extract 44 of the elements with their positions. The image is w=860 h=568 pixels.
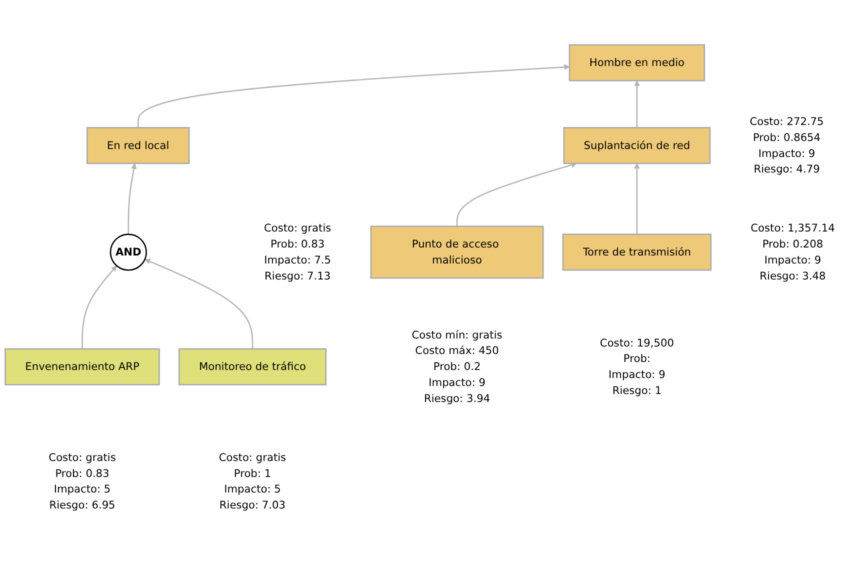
node-box: Hombre en medio — [568, 44, 706, 82]
node-box: Monitoreo de tráfico — [178, 348, 327, 386]
arrow — [634, 163, 640, 234]
node-label: Impacto: 7.5 — [264, 254, 332, 266]
node-label: Costo: 272.75 — [750, 115, 824, 128]
node-label: Riesgo: 4.79 — [754, 162, 820, 176]
arrow — [128, 163, 137, 234]
node-label: Costo: gratis — [48, 450, 116, 464]
node-label: Riesgo: 1 — [612, 384, 662, 397]
node-label: Costo: gratis — [264, 222, 332, 234]
arrow — [82, 265, 117, 349]
node-label: Impacto: 5 — [224, 482, 281, 496]
node-label: Prob: 0.83 — [55, 466, 110, 480]
node-box: En red local — [86, 127, 190, 164]
arrow — [144, 258, 254, 349]
node-label: Costo mín: gratis — [412, 328, 502, 341]
node-label: Costo máx: 450 — [415, 344, 499, 357]
node-label: Impacto: 9 — [608, 368, 666, 381]
node-label: Riesgo: 3.94 — [424, 392, 490, 405]
node-box: Suplantación de red — [563, 127, 711, 164]
node-label: Impacto: 9 — [764, 254, 822, 266]
node-label: Prob: 0.8654 — [752, 130, 821, 144]
node-label: Riesgo: 7.03 — [219, 498, 286, 512]
node-label: Riesgo: 6.95 — [49, 498, 116, 512]
node-box: Punto de acceso malicioso — [370, 226, 544, 279]
arrow — [456, 162, 577, 226]
node-label: Riesgo: 3.48 — [760, 269, 826, 282]
node-label: Impacto: 5 — [54, 482, 111, 496]
arrow — [634, 80, 640, 128]
node-label: Prob: 0.2 — [433, 360, 481, 373]
node-box: Torre de transmisión — [562, 234, 712, 271]
node-label: Costo: 1,357.14 — [750, 222, 835, 234]
node-label: Prob: 0.208 — [762, 238, 824, 250]
node-label: Costo: 19,500 — [600, 336, 674, 349]
node-circle: AND — [110, 234, 147, 271]
arrow — [137, 64, 570, 128]
node-label: Costo: gratis — [218, 450, 286, 464]
node-label: Impacto: 9 — [428, 376, 486, 389]
node-label: Prob: 1 — [234, 466, 272, 480]
node-label: Impacto: 9 — [758, 146, 816, 160]
node-label: Prob: 0.83 — [270, 238, 325, 250]
node-box: Envenenamiento ARP — [4, 348, 160, 386]
node-label: Riesgo: 7.13 — [264, 269, 331, 282]
node-label: Prob: — [623, 352, 651, 365]
